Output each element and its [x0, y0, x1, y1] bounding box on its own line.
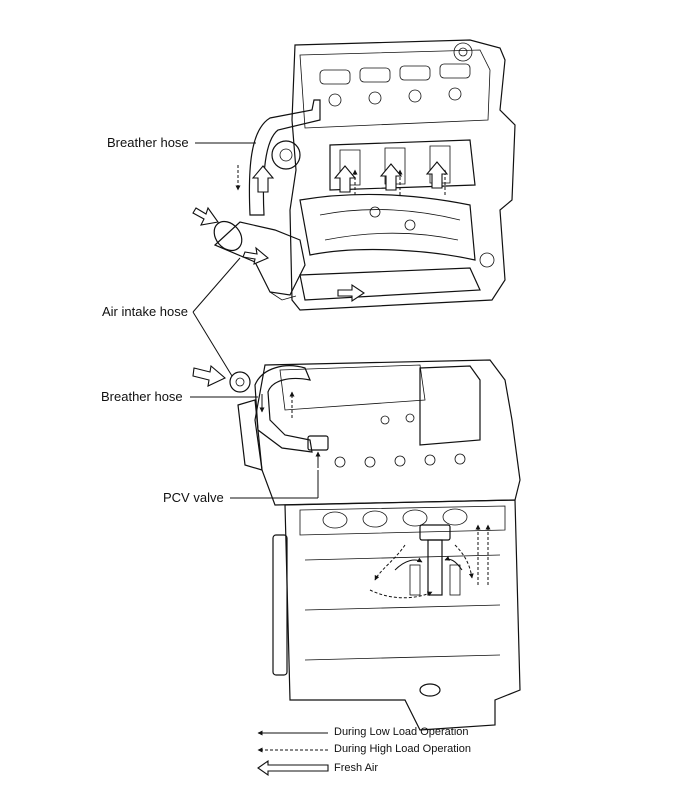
label-pcv-valve: PCV valve: [163, 490, 224, 505]
cam-cover-bosses: [319, 42, 473, 107]
leader-air-intake-a: [192, 257, 241, 313]
legend-low-load: During Low Load Operation: [334, 726, 469, 738]
breather-hose-bottom: [229, 365, 313, 453]
label-breather-hose-bottom: Breather hose: [101, 389, 183, 404]
label-air-intake-hose: Air intake hose: [102, 304, 188, 319]
bottom-hose-flow: [192, 364, 295, 418]
pcv-valve: [307, 435, 329, 468]
air-intake-hose-top: [213, 220, 306, 301]
legend-high-load: During High Load Operation: [334, 743, 471, 755]
callout-leaders: [190, 142, 319, 499]
bottom-engine-view: [192, 359, 521, 731]
piston-assembly: [409, 524, 461, 697]
legend-fresh-air: Fresh Air: [334, 762, 379, 774]
crankcase-flow-arrows: [369, 524, 491, 599]
breather-hose-top: [248, 99, 321, 216]
legend-symbols: [257, 730, 329, 777]
cylinder-ports: [322, 508, 468, 529]
top-engine-view: [192, 39, 516, 311]
head-bolts: [334, 413, 466, 468]
intake-manifold: [299, 139, 495, 301]
leader-air-intake-b: [192, 311, 233, 377]
label-breather-hose-top: Breather hose: [107, 135, 189, 150]
hollow-arrow-icon: [257, 759, 329, 777]
top-flow-arrows: [192, 161, 449, 303]
